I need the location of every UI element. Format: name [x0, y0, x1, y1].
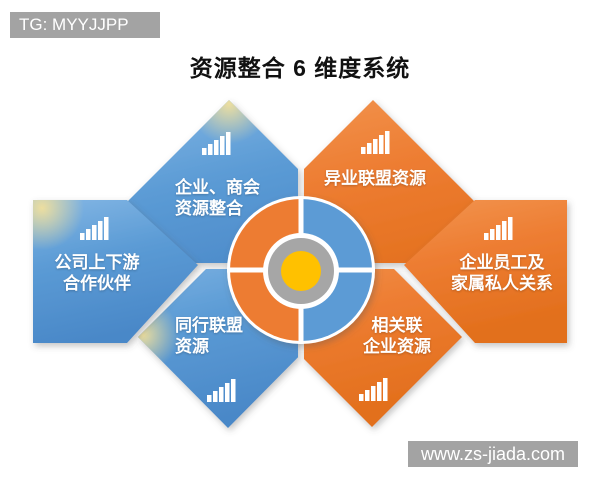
hub [227, 196, 375, 344]
node-label-line: 企业资源 [363, 337, 431, 356]
hub-yellow-core [281, 251, 321, 291]
node-label-line: 同行联盟 [175, 316, 243, 335]
node-label-line: 相关联 [371, 316, 423, 335]
watermark-badge-top: TG: MYYJJPP [10, 12, 160, 38]
watermark-badge-bottom: www.zs-jiada.com [408, 441, 578, 467]
node-label-line: 异业联盟资源 [324, 169, 426, 188]
node-label-right: 企业员工及 家属私人关系 [428, 252, 576, 294]
corner-glow [33, 200, 84, 250]
corner-glow [189, 100, 269, 144]
node-label-bottom-right: 相关联 企业资源 [322, 315, 472, 357]
node-label-top-right: 异业联盟资源 [303, 168, 447, 189]
corner-glow [138, 299, 179, 371]
node-label-line: 公司上下游 [54, 253, 140, 272]
pentagon-right [404, 200, 567, 343]
node-label-line: 合作伙伴 [63, 274, 131, 293]
pentagon-left [33, 200, 198, 343]
node-label-line: 企业、商会 [175, 178, 260, 197]
node-label-line: 家属私人关系 [451, 274, 553, 293]
node-label-line: 企业员工及 [459, 253, 545, 272]
node-label-line: 资源整合 [175, 199, 243, 218]
node-label-top-left: 企业、商会 资源整合 [175, 177, 260, 219]
node-label-left: 公司上下游 合作伙伴 [27, 252, 167, 294]
node-label-line: 资源 [175, 337, 209, 356]
page-title: 资源整合 6 维度系统 [189, 55, 411, 81]
node-label-bottom-left: 同行联盟 资源 [175, 315, 243, 357]
